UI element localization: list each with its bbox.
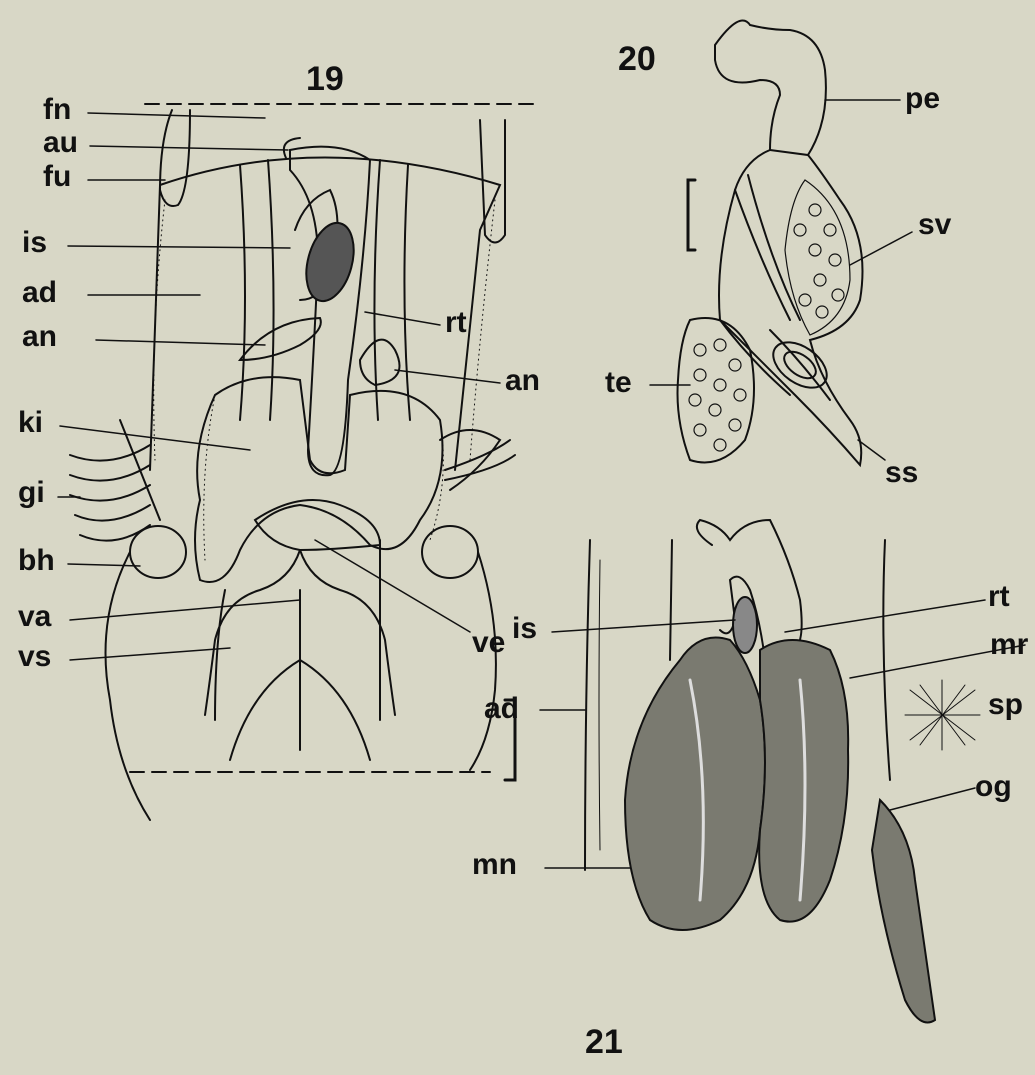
- label-ad-21: ad: [484, 694, 519, 724]
- label-sv: sv: [918, 210, 951, 240]
- label-ss: ss: [885, 458, 918, 488]
- label-is-21: is: [512, 614, 537, 644]
- figure-20-drawing: [650, 21, 912, 466]
- label-rt-19: rt: [445, 308, 467, 338]
- label-an-left: an: [22, 322, 57, 352]
- label-pe: pe: [905, 84, 940, 114]
- label-te: te: [605, 368, 632, 398]
- figure-19-drawing: [58, 104, 540, 820]
- label-va: va: [18, 602, 51, 632]
- label-vs: vs: [18, 642, 51, 672]
- label-bh: bh: [18, 546, 55, 576]
- label-ve: ve: [472, 628, 505, 658]
- label-rt-21: rt: [988, 582, 1010, 612]
- figure-number-20: 20: [618, 42, 656, 76]
- label-ki: ki: [18, 408, 43, 438]
- label-is-19: is: [22, 228, 47, 258]
- label-mn: mn: [472, 850, 517, 880]
- label-au: au: [43, 128, 78, 158]
- label-og: og: [975, 772, 1012, 802]
- label-sp: sp: [988, 690, 1023, 720]
- label-fu: fu: [43, 162, 71, 192]
- label-ad-19: ad: [22, 278, 57, 308]
- label-fn: fn: [43, 95, 71, 125]
- figure-number-19: 19: [306, 62, 344, 96]
- label-gi: gi: [18, 478, 45, 508]
- figure-number-21: 21: [585, 1025, 623, 1059]
- label-an-right: an: [505, 366, 540, 396]
- figure-21-drawing: [540, 520, 1025, 1023]
- label-mr: mr: [990, 630, 1028, 660]
